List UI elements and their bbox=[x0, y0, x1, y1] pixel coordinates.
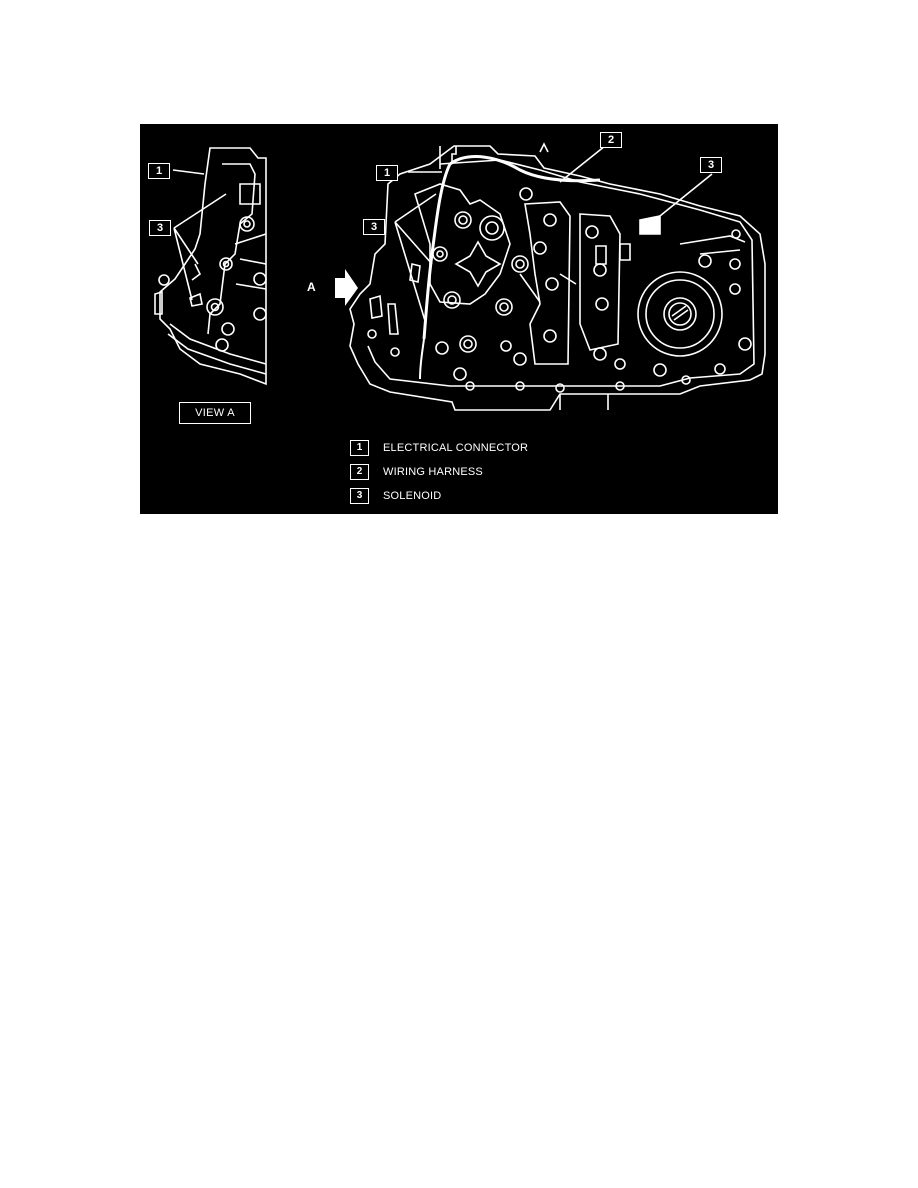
legend-number: 3 bbox=[350, 488, 369, 504]
leader-line bbox=[172, 169, 205, 175]
legend-label: SOLENOID bbox=[383, 490, 442, 502]
leader-line bbox=[649, 173, 713, 225]
legend-item-wiring-harness: 2 WIRING HARNESS bbox=[350, 460, 528, 484]
view-a-inset bbox=[154, 147, 267, 386]
main-transmission-view bbox=[349, 142, 766, 411]
callout-solenoid-right: 3 bbox=[700, 157, 722, 173]
legend: 1 ELECTRICAL CONNECTOR 2 WIRING HARNESS … bbox=[350, 436, 528, 508]
callout-solenoid-left: 3 bbox=[363, 219, 385, 235]
leader-line bbox=[173, 193, 227, 301]
view-arrow-label: A bbox=[307, 280, 316, 294]
legend-item-electrical-connector: 1 ELECTRICAL CONNECTOR bbox=[350, 436, 528, 460]
callout-solenoid-inset: 3 bbox=[149, 220, 171, 236]
leader-line bbox=[394, 193, 437, 325]
legend-label: ELECTRICAL CONNECTOR bbox=[383, 442, 529, 454]
view-a-label: VIEW A bbox=[179, 402, 251, 424]
callout-electrical-connector-inset: 1 bbox=[148, 163, 170, 179]
leader-line bbox=[559, 145, 606, 183]
view-arrow-icon bbox=[335, 269, 358, 306]
callout-electrical-connector: 1 bbox=[376, 165, 398, 181]
diagram-panel: 1 3 1 2 3 3 A VIEW A 1 ELECTRICAL CONNEC… bbox=[140, 124, 778, 514]
transmission-valve-body-drawing bbox=[154, 142, 766, 411]
legend-label: WIRING HARNESS bbox=[383, 466, 483, 478]
legend-number: 2 bbox=[350, 464, 369, 480]
callout-wiring-harness: 2 bbox=[600, 132, 622, 148]
legend-item-solenoid: 3 SOLENOID bbox=[350, 484, 528, 508]
legend-number: 1 bbox=[350, 440, 369, 456]
